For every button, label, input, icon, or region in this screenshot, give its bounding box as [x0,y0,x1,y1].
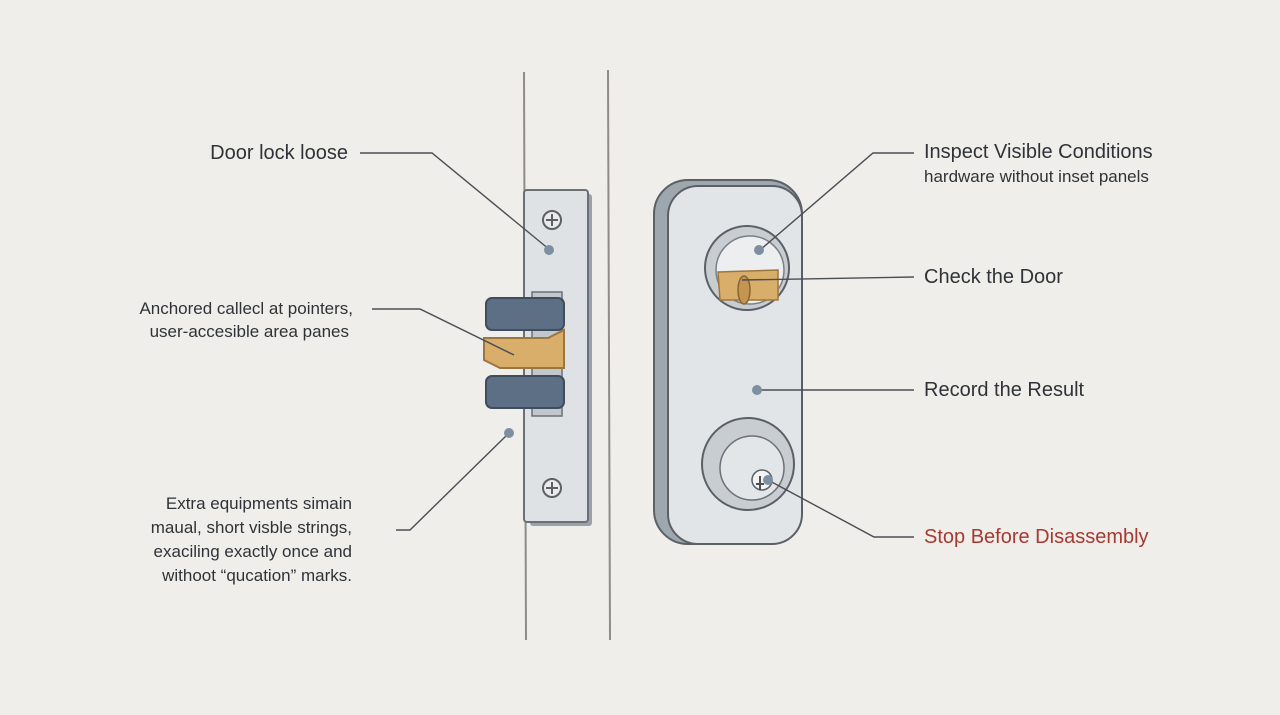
label-check-the-door: Check the Door [924,266,1063,288]
label-stop-before-disassembly: Stop Before Disassembly [924,526,1149,548]
leader-lines [360,152,915,538]
extra-line-1: Extra equipments simain [165,494,352,513]
label-anchored-line-2: user-accesible area panes [149,322,349,341]
extra-line-2: maual, short visble strings, [150,518,352,537]
label-record-the-result: Record the Result [924,379,1085,401]
screw-icon [542,478,562,498]
label-extra-equipment: Extra equipments simain maual, short vis… [151,492,352,588]
thumbturn-icon [704,225,790,311]
extra-line-4: withoot “qucation” marks. [162,566,352,585]
callout-dot-icon [504,245,773,485]
label-inspect-visible-conditions: Inspect Visible Conditions [924,141,1153,163]
key-cylinder-icon [701,417,795,511]
label-inspect-subtitle: hardware without inset panels [924,167,1149,186]
latch-bolt [483,297,565,409]
label-door-lock-loose: Door lock loose [210,142,348,164]
extra-line-3: exaciling exactly once and [153,542,352,561]
label-anchored-line-1: Anchored callecl at pointers, [139,299,353,318]
screw-icon [542,210,562,230]
